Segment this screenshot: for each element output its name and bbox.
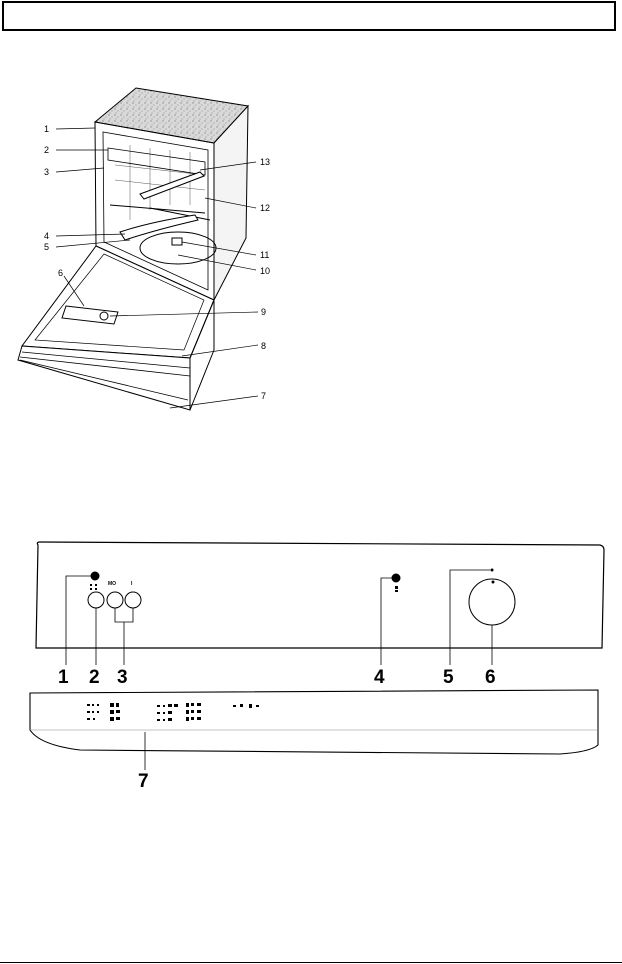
panel-callout-labels: 1 2 3 4 5 6 7 — [58, 667, 496, 792]
door-strip — [30, 690, 598, 754]
panel-callout-4: 4 — [374, 667, 385, 688]
rinse-aid-cap — [100, 312, 108, 320]
panel-button-mo — [107, 592, 123, 608]
filter-cup — [172, 238, 182, 245]
programme-symbols — [87, 584, 398, 721]
callout-11: 11 — [260, 250, 269, 260]
upper-rack — [108, 148, 205, 175]
callout-3: 3 — [44, 167, 49, 177]
position-mark-dot — [491, 569, 493, 571]
filter-area — [140, 232, 216, 264]
control-panel-illustration — [30, 542, 604, 754]
callout-8: 8 — [261, 341, 266, 351]
footer-rule — [0, 962, 622, 963]
lower-spray-arm — [120, 215, 198, 240]
panel-callout-6: 6 — [485, 667, 496, 688]
callout-2: 2 — [44, 145, 49, 155]
callout-5: 5 — [44, 242, 49, 252]
callout-12: 12 — [260, 203, 270, 213]
callout-13: 13 — [260, 157, 270, 167]
panel-callout-2: 2 — [89, 667, 100, 688]
panel-callout-1: 1 — [58, 667, 69, 688]
program-knob — [469, 579, 515, 625]
indicator-lamp-1 — [91, 572, 99, 580]
button-label-i: I — [131, 581, 133, 587]
panel-button-i — [125, 592, 141, 608]
panel-button-2 — [88, 592, 104, 608]
indicator-lamp-4 — [392, 574, 400, 582]
upper-spray-arm — [140, 172, 204, 199]
dishwasher-illustration — [18, 88, 248, 410]
callout-7: 7 — [261, 391, 266, 401]
callout-9: 9 — [261, 307, 266, 317]
button-label-mo: MO — [108, 581, 116, 587]
knob-marker-dot — [492, 581, 494, 583]
callout-1: 1 — [44, 124, 49, 134]
callout-6: 6 — [58, 268, 63, 278]
callout-10: 10 — [260, 266, 270, 276]
panel-callout-3: 3 — [117, 667, 128, 688]
panel-callout-7: 7 — [138, 771, 149, 792]
callout-4: 4 — [44, 231, 49, 241]
panel-callout-5: 5 — [443, 667, 454, 688]
panel-leaders — [66, 570, 492, 770]
